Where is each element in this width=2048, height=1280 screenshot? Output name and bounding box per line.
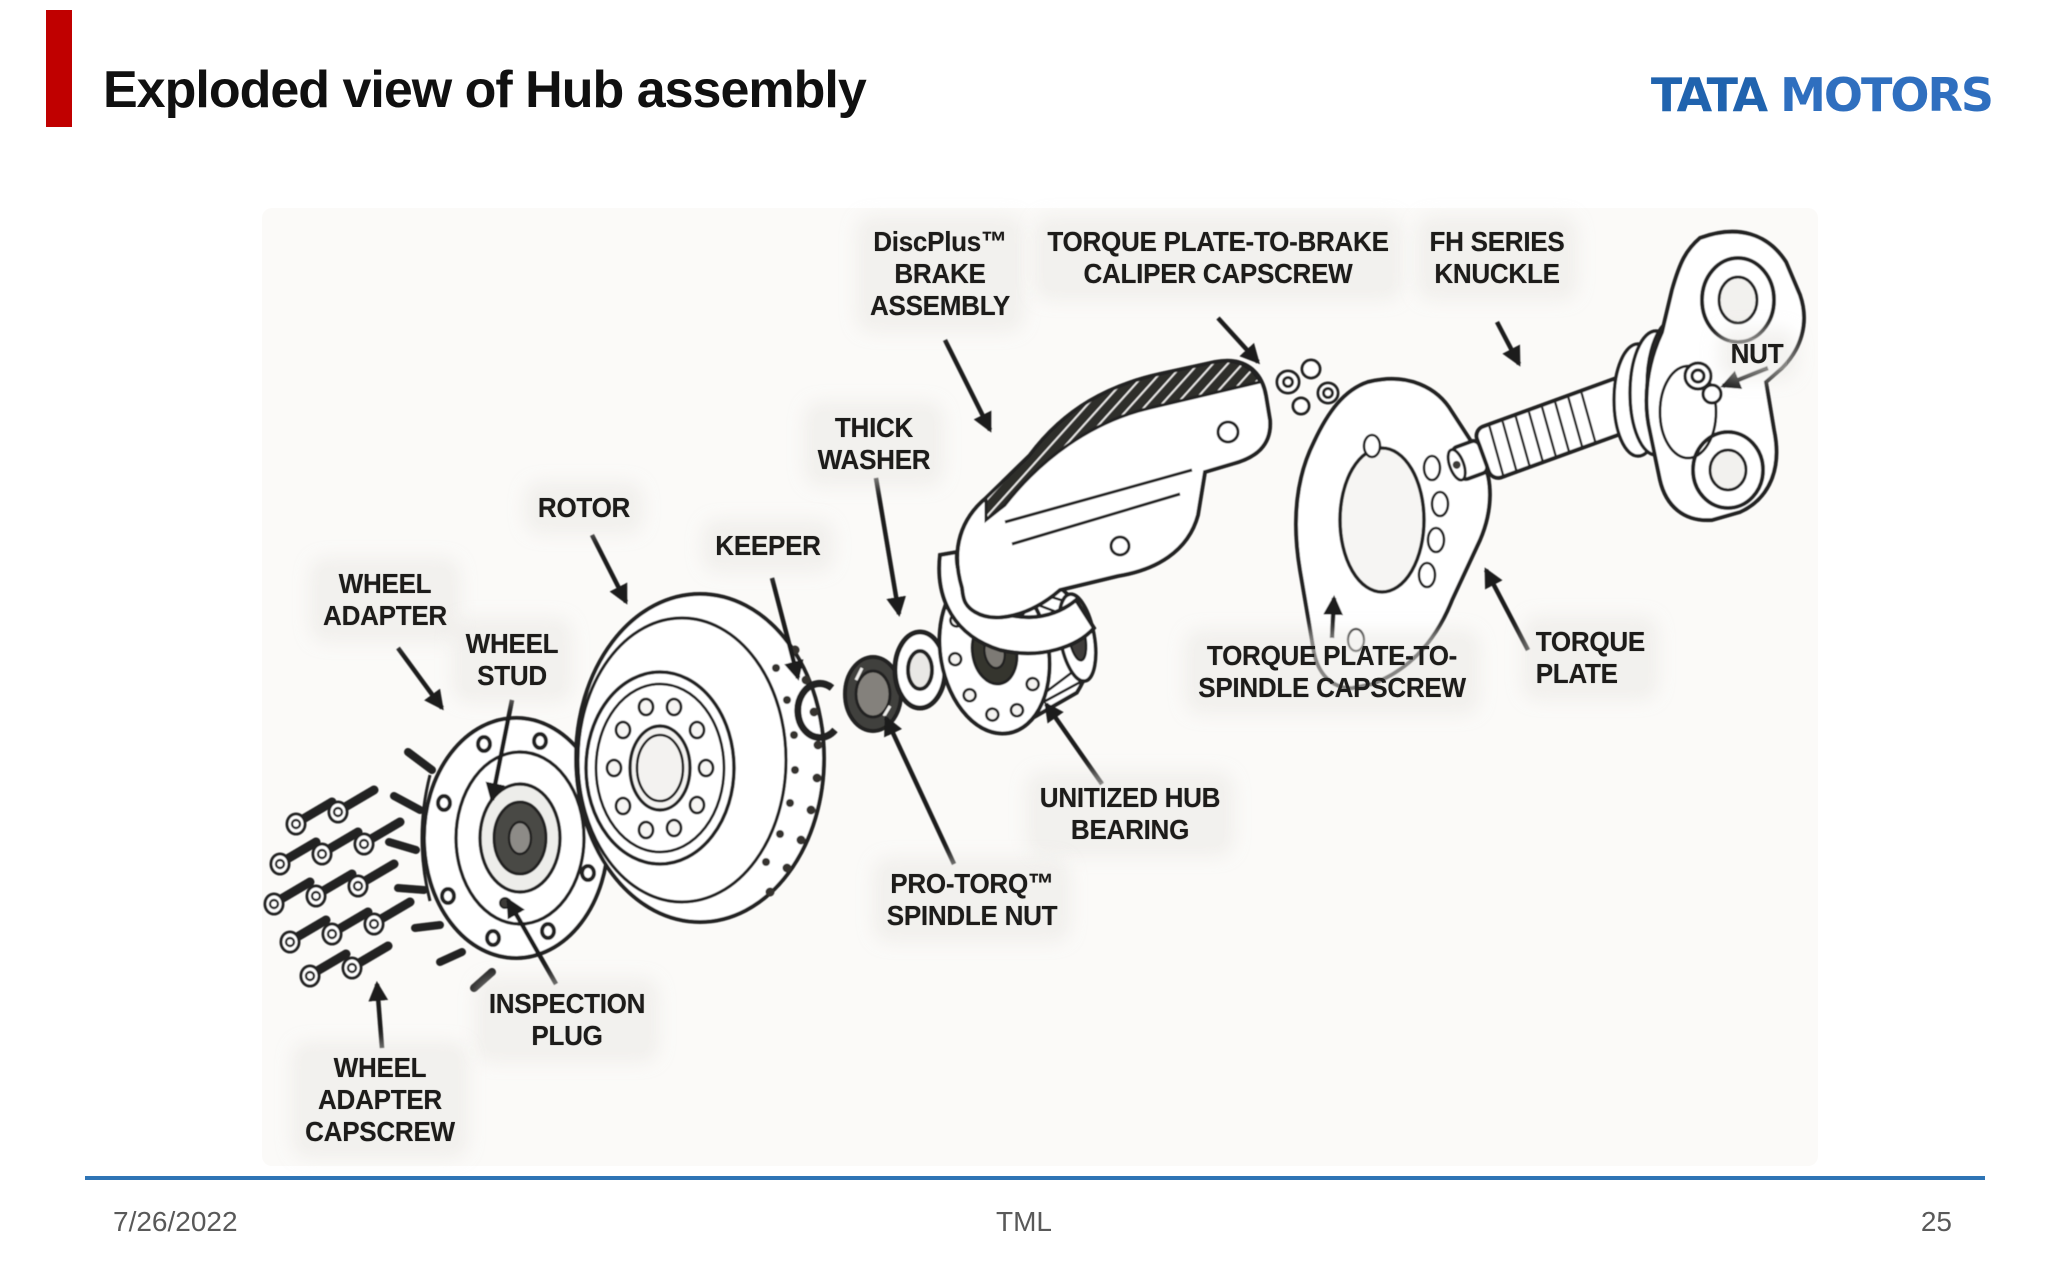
label-keeper: KEEPER [711, 530, 825, 562]
nut-drawing [1683, 361, 1723, 405]
label-unitized-hub-bearing: UNITIZED HUB BEARING [1036, 782, 1224, 846]
label-brake-assembly: DiscPlus™ BRAKE ASSEMBLY [866, 226, 1014, 322]
slide-title: Exploded view of Hub assembly [103, 61, 867, 119]
label-wheel-adapter-capscrew: WHEEL ADAPTER CAPSCREW [301, 1052, 459, 1148]
label-rotor: ROTOR [534, 492, 634, 524]
logo-motors-text: MOTORS [1780, 68, 1994, 122]
label-nut: NUT [1726, 338, 1788, 370]
label-wheel-stud: WHEEL STUD [461, 628, 563, 692]
torque-plate-drawing [1294, 377, 1492, 691]
label-inspection-plug: INSPECTION PLUG [485, 988, 649, 1052]
footer-divider-line [85, 1176, 1985, 1180]
red-accent-bar [46, 10, 72, 127]
label-thick-washer: THICK WASHER [813, 412, 935, 476]
label-caliper-capscrew: TORQUE PLATE-TO-BRAKE CALIPER CAPSCREW [1043, 226, 1393, 290]
caliper-capscrew-drawing [1275, 358, 1340, 416]
label-torque-plate: TORQUE PLATE [1532, 626, 1649, 690]
knuckle-drawing [1446, 229, 1806, 523]
spindle-nut-drawing [843, 655, 903, 733]
logo-tata-text: TATA [1650, 68, 1768, 122]
label-wheel-adapter: WHEEL ADAPTER [319, 568, 451, 632]
footer-center-text: TML [996, 1206, 1052, 1237]
keeper-drawing [794, 679, 838, 741]
label-pro-torq-spindle-nut: PRO-TORQ™ SPINDLE NUT [883, 868, 1061, 932]
thick-washer-drawing [892, 629, 948, 711]
rotor-drawing [574, 592, 826, 924]
wheel-adapter-drawing [385, 716, 610, 992]
footer-date: 7/26/2022 [113, 1206, 238, 1237]
label-spindle-capscrew: TORQUE PLATE-TO- SPINDLE CAPSCREW [1194, 640, 1470, 704]
wheel-adapter-capscrew-drawing [265, 790, 410, 986]
footer-page-number: 25 [1920, 1206, 1952, 1237]
label-fh-knuckle: FH SERIES KNUCKLE [1425, 226, 1569, 290]
leader-arrows [368, 316, 1769, 1049]
brake-caliper-drawing [937, 358, 1273, 656]
